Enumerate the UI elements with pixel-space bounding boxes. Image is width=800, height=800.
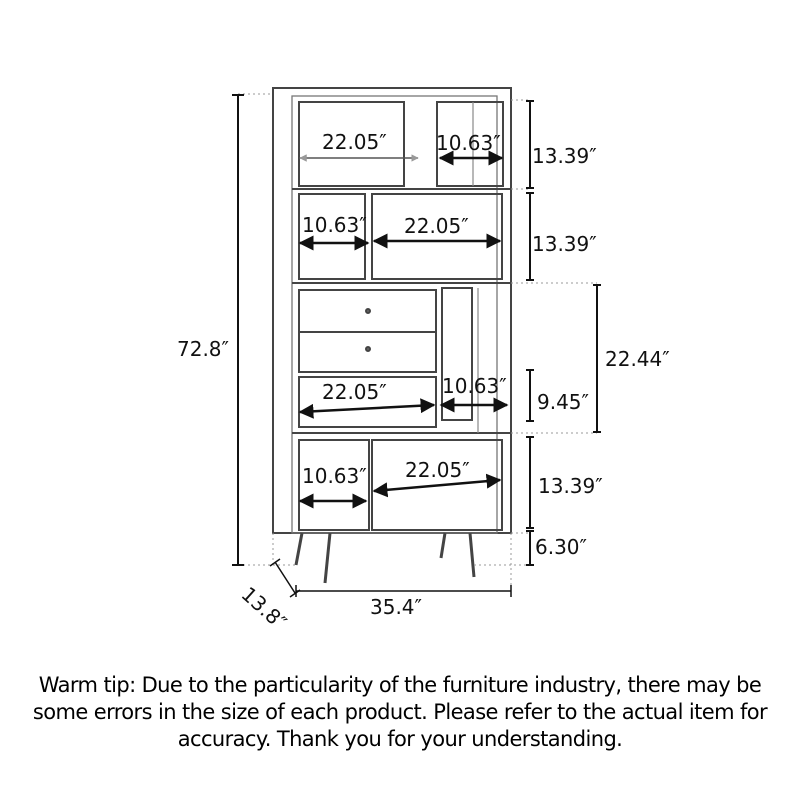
second-wide-cell [371,193,503,280]
right-height-dimensions [526,100,601,566]
second-row-dimensions: 10.63″ 22.05″ [298,213,502,251]
overall-width-dimension: 35.4″ [295,585,512,619]
fourth-row-dimensions: 22.05″ 10.63″ [298,374,509,419]
leg-3 [439,532,447,559]
top-narrow-cell [436,101,504,187]
top-narrow-label: 10.63″ [436,131,501,155]
overall-height-dimension: 72.8″ [177,94,244,566]
overall-depth-label: 13.8″ [237,582,292,635]
leg-1 [294,532,304,566]
leg-4 [468,532,476,578]
fourth-narrow-label: 10.63″ [442,374,507,398]
cabinet-inner [291,95,498,534]
top-row-dimensions: 22.05″ 10.63″ [299,130,504,166]
overall-height-label: 72.8″ [177,337,229,361]
overall-width-label: 35.4″ [370,595,422,619]
vertical-slot [441,287,473,421]
warm-tip-text: Warm tip: Due to the particularity of th… [32,673,768,751]
bottom-row-dimensions: 10.63″ 22.05″ [298,458,502,509]
bottom-narrow-cell [298,439,370,531]
bookcase-dimension-diagram: 72.8″ 22.05″ 10.63″ 10.63″ 22.05″ 22.05″… [177,87,670,635]
second-wide-label: 22.05″ [404,214,469,238]
drawer-bottom [298,331,437,373]
bottom-wide-label: 22.05″ [405,458,470,482]
drawer-bottom-knob [365,346,371,352]
fourth-row-height-label: 9.45″ [537,390,589,414]
bottom-narrow-label: 10.63″ [302,464,367,488]
top-wide-label: 22.05″ [322,130,387,154]
top-row-height-label: 13.39″ [532,144,597,168]
fourth-wide-label: 22.05″ [322,380,387,404]
leg-height-label: 6.30″ [535,535,587,559]
bookcase-outline [272,87,512,584]
drawer-top-knob [365,308,371,314]
second-narrow-label: 10.63″ [302,213,367,237]
bottom-row-height-label: 13.39″ [538,474,603,498]
overall-depth-dimension: 13.8″ [237,558,301,635]
bottom-wide-cell [371,439,503,531]
top-wide-cell [298,101,405,187]
second-row-height-label: 13.39″ [532,232,597,256]
leg-2 [323,532,332,584]
drawer-section-height-label: 22.44″ [605,347,670,371]
